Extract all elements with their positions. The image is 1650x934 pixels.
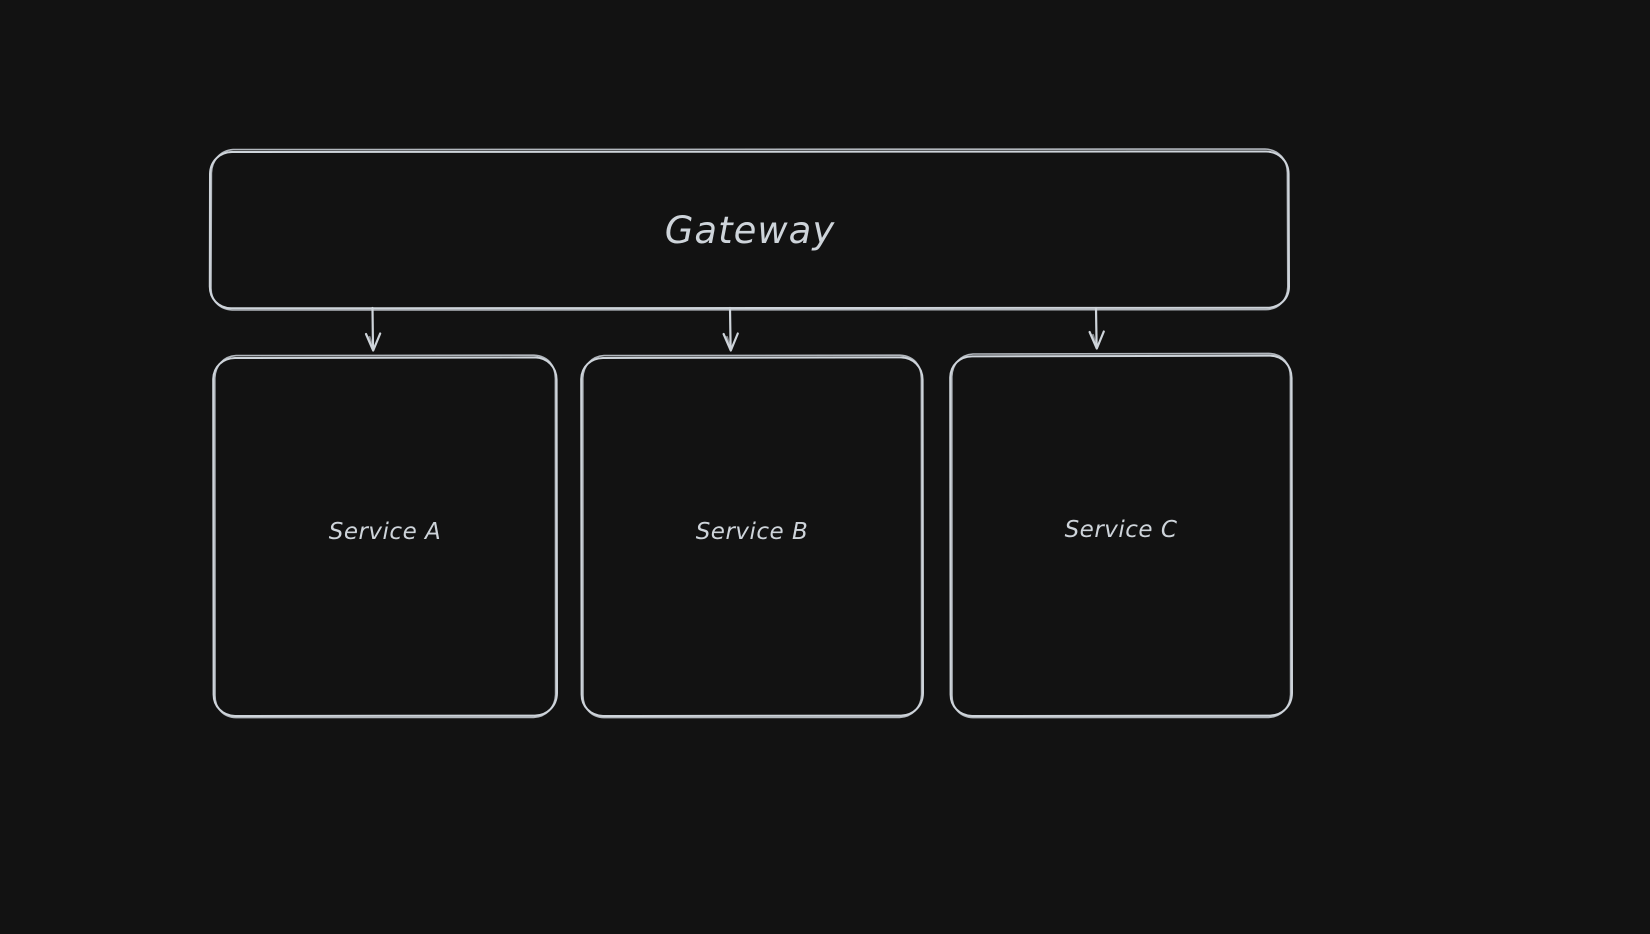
node-service-c-label: Service C bbox=[1064, 517, 1178, 543]
node-service-b-label: Service B bbox=[695, 519, 809, 545]
node-gateway[interactable]: Gateway bbox=[210, 151, 1290, 309]
edge-gateway-service-b bbox=[722, 306, 739, 352]
node-service-b[interactable]: Service B bbox=[581, 357, 923, 716]
node-service-a[interactable]: Service A bbox=[213, 357, 557, 716]
edge-gateway-service-c bbox=[1088, 306, 1105, 350]
node-service-a-label: Service A bbox=[328, 519, 442, 545]
node-gateway-label: Gateway bbox=[664, 208, 836, 252]
edge-gateway-service-a bbox=[364, 306, 382, 352]
node-service-c[interactable]: Service C bbox=[950, 355, 1292, 716]
